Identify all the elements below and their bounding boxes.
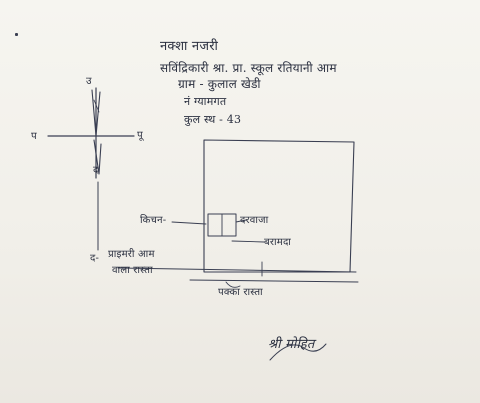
signature: श्री मोहित [268, 337, 315, 352]
south-mark-label: द- [90, 253, 100, 264]
note-line-1: प्राइमरी आम [108, 249, 155, 260]
note-line-2: वाला रास्ता [112, 265, 153, 276]
plot-boundary [203, 139, 355, 273]
road-line-top [117, 267, 357, 273]
door-label: दरवाजा [240, 215, 269, 226]
road-label: पक्का रास्ता [218, 287, 263, 298]
corner-mark [15, 33, 18, 36]
kitchen-pointer [171, 221, 207, 225]
village-line: ग्राम - कुलाल खेडी [178, 77, 261, 91]
school-name-line: सविंद्रिकारी श्रा. प्रा. स्कूल रतियानी आ… [160, 61, 337, 75]
hall-pointer [231, 240, 265, 243]
number-line: नं ग्यामगत [184, 95, 227, 108]
total-line: कुल स्थ - 43 [184, 113, 242, 126]
kitchen-label: किचन- [140, 215, 167, 226]
road-curve [225, 281, 241, 288]
compass-needle-hatch [93, 99, 100, 113]
compass-north-label: उ [86, 76, 92, 87]
road-line-bottom [189, 279, 359, 283]
door-pointer [235, 219, 247, 223]
signature-flourish [269, 343, 327, 361]
compass-needle-south [93, 139, 102, 175]
compass-south-label: द [93, 165, 99, 176]
compass-needle-north [91, 89, 101, 137]
compass-west-label: प [31, 131, 37, 142]
hall-label: बरामदा [264, 237, 292, 248]
compass-east-label: पू [137, 130, 143, 141]
document-title: नक्शा नजरी [160, 39, 219, 54]
